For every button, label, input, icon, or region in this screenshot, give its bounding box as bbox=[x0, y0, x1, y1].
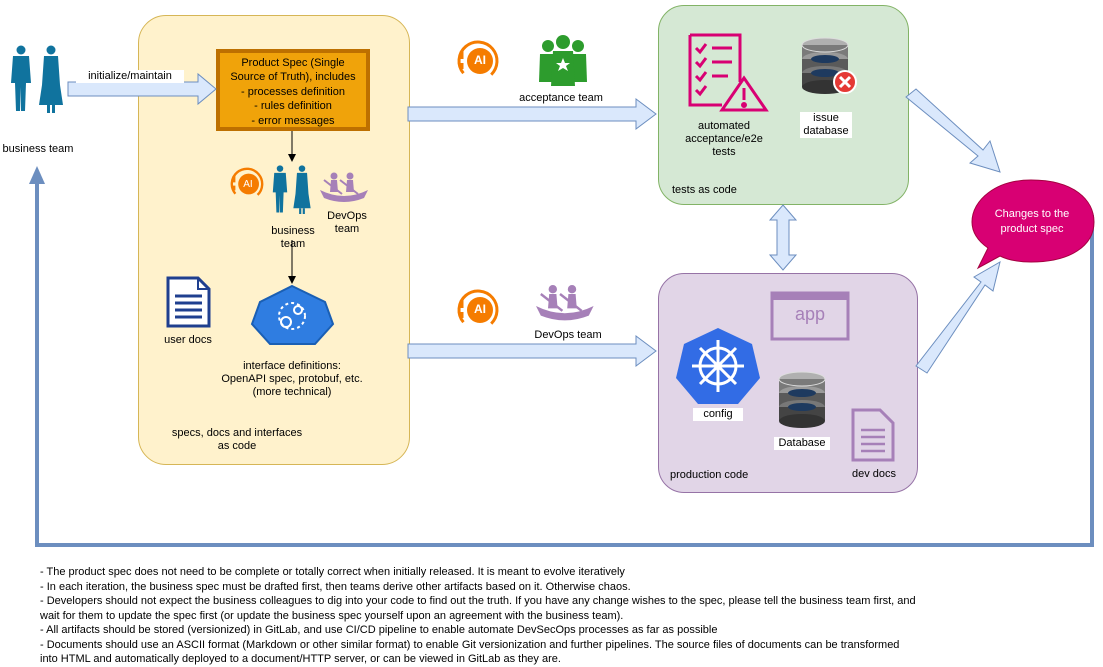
ai-badge-text: AI bbox=[243, 179, 253, 190]
business-team-icon bbox=[11, 45, 63, 113]
init-edge-label: initialize/maintain bbox=[76, 70, 184, 83]
notes-block: - The product spec does not need to be c… bbox=[40, 565, 920, 667]
devops-rowers-icon bbox=[319, 171, 369, 203]
app-window-icon bbox=[770, 291, 850, 341]
feedback-loop-arrowhead bbox=[29, 166, 45, 184]
user-docs-label: user docs bbox=[164, 334, 212, 346]
config-label: config bbox=[693, 408, 743, 421]
note-item: - In each iteration, the business spec m… bbox=[40, 580, 631, 593]
inner-business-team-icon bbox=[272, 165, 311, 214]
changes-bubble bbox=[971, 179, 1095, 270]
product-spec-line: Product Spec (Single bbox=[241, 57, 345, 69]
product-spec-line: - rules definition bbox=[254, 100, 332, 113]
dev-docs-label: dev docs bbox=[851, 468, 897, 480]
init-arrow bbox=[67, 72, 217, 106]
kubernetes-config-icon bbox=[676, 328, 760, 404]
devops-team-label: DevOps team bbox=[522, 329, 614, 342]
acceptance-arrow bbox=[407, 98, 657, 130]
sync-arrow bbox=[768, 204, 798, 271]
feedback-loop-line bbox=[35, 180, 1094, 547]
tests-to-changes-arrow bbox=[905, 88, 1001, 173]
changes-bubble-label: Changes to the product spec bbox=[994, 208, 1070, 235]
interface-definitions-label: interface definitions: OpenAPI spec, pro… bbox=[221, 360, 363, 398]
ai-badge-text: AI bbox=[474, 302, 486, 316]
spec-container-label: specs, docs and interfaces as code bbox=[171, 427, 303, 452]
database-icon bbox=[778, 371, 826, 429]
note-item: - All artifacts should be stored (versio… bbox=[40, 624, 718, 636]
devops-rowers-icon bbox=[534, 283, 595, 322]
production-container-label: production code bbox=[670, 469, 749, 481]
note-item: - Documents should use an ASCII format (… bbox=[40, 638, 900, 666]
dev-docs-icon bbox=[851, 408, 895, 462]
devops-arrow bbox=[407, 335, 657, 367]
acceptance-team-label: acceptance team bbox=[508, 92, 614, 105]
acceptance-team-icon bbox=[539, 35, 587, 86]
inner-business-team-label: business team bbox=[271, 225, 315, 250]
automated-tests-label: automated acceptance/e2e tests bbox=[685, 120, 763, 158]
note-item: - The product spec does not need to be c… bbox=[40, 566, 625, 578]
business-team-label: business team bbox=[2, 143, 74, 155]
product-spec-line: - error messages bbox=[251, 114, 335, 127]
devops-team-inner-label: DevOps team bbox=[327, 210, 367, 235]
app-label: app bbox=[794, 304, 826, 324]
prod-to-changes-arrow bbox=[915, 260, 1001, 374]
database-label: Database bbox=[774, 437, 830, 450]
ai-badge-text: AI bbox=[474, 53, 486, 67]
product-spec-line: - processes definition bbox=[241, 85, 345, 98]
automated-tests-icon bbox=[688, 33, 769, 112]
interface-definitions-icon bbox=[250, 284, 335, 345]
issue-database-label: issue database bbox=[800, 112, 852, 138]
issue-database-icon bbox=[801, 37, 857, 95]
tests-container-label: tests as code bbox=[672, 184, 737, 196]
product-spec-box: Product Spec (Single Source of Truth), i… bbox=[216, 49, 370, 131]
note-item: - Developers should not expect the busin… bbox=[40, 595, 916, 622]
product-spec-line: Source of Truth), includes bbox=[230, 71, 356, 84]
user-docs-icon bbox=[166, 276, 211, 328]
